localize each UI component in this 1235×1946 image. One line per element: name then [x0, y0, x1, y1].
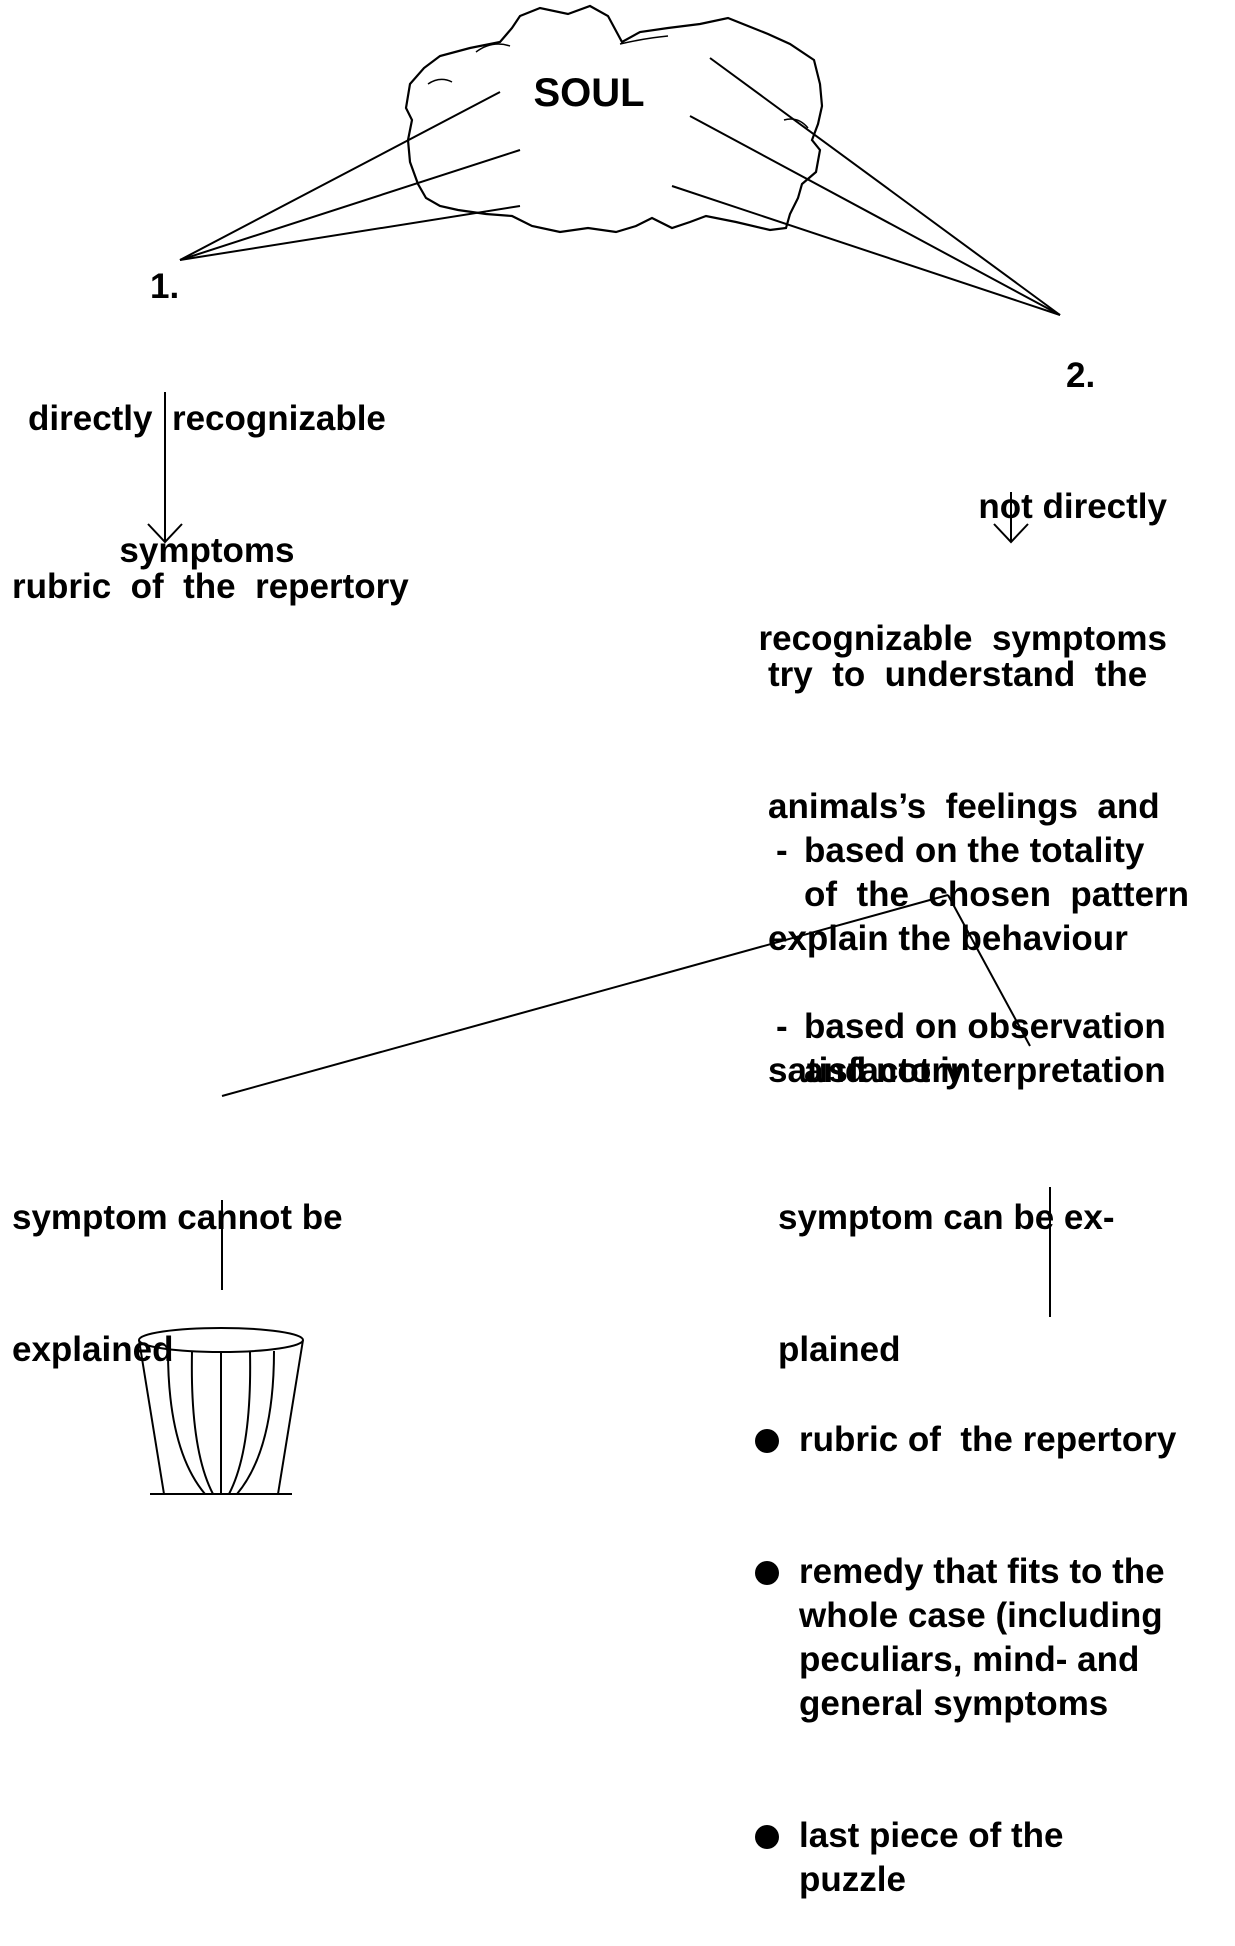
branch2-intro-line: try to understand the: [768, 655, 1148, 694]
fan-line-right-2: [689, 115, 1061, 316]
branch2-title-line: not directly: [978, 487, 1167, 526]
fan-line-left-2: [179, 149, 521, 261]
arrow-down-right: [993, 492, 1029, 544]
branch1-result: rubric of the repertory: [12, 567, 409, 606]
fan-line-right-3: [671, 185, 1061, 316]
outcome-yes-label: symptom can be ex- plained: [778, 1198, 1115, 1369]
fan-lines-right: [671, 57, 1061, 316]
outcome-no-label: symptom cannot be explained: [12, 1198, 343, 1369]
branch2-title: not directly recognizable symptoms: [759, 397, 1167, 705]
split-line-left: [221, 894, 949, 1097]
flow-diagram: SOUL: [138, 4, 1061, 1495]
branch2-intro-line: animals’s feelings and: [768, 787, 1160, 826]
bullet-item: rubric of the repertory: [755, 1418, 1176, 1462]
branch1-title-line: symptoms: [119, 531, 295, 570]
branch1-title-line: directly recognizable: [28, 399, 386, 438]
outcome-yes-bullets: rubric of the repertory remedy that fits…: [755, 1330, 1176, 1946]
wastebasket-icon: [138, 1327, 304, 1495]
branch2-intro-line: explain the behaviour: [768, 919, 1128, 958]
branch1-title: directly recognizable symptoms: [28, 309, 386, 617]
soul-label: SOUL: [533, 71, 644, 115]
fan-line-left-1: [179, 91, 501, 261]
soul-cloud-shape: [404, 4, 824, 234]
fan-line-left-3: [179, 205, 521, 261]
cloud-texture: [427, 35, 809, 129]
fan-lines-left: [179, 91, 521, 261]
branch1-number: 1.: [150, 267, 180, 306]
fan-line-right-1: [709, 57, 1061, 316]
branch2-title-line: recognizable symptoms: [758, 619, 1167, 658]
branch2-number: 2.: [1066, 356, 1096, 395]
arrow-down-left: [147, 392, 183, 544]
